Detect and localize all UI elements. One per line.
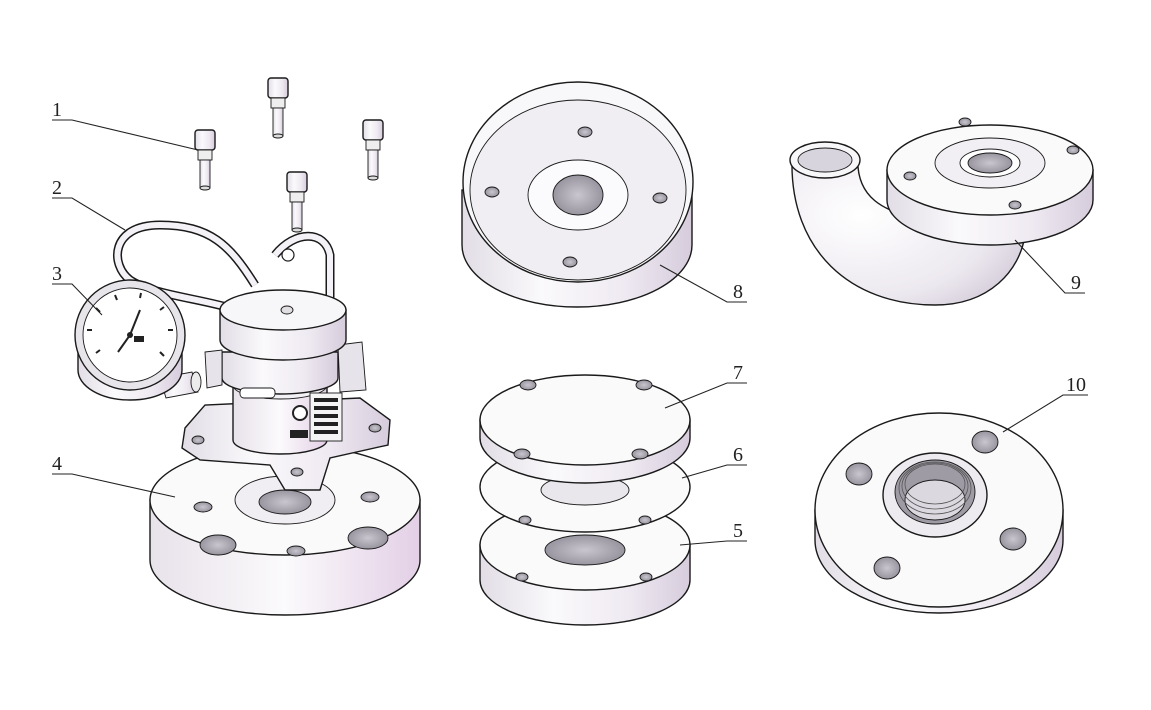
housing-cup <box>461 81 694 308</box>
lower-flange <box>479 499 691 626</box>
callout-2: 2 <box>52 177 62 199</box>
callout-4: 4 <box>52 453 62 475</box>
callout-5: 5 <box>733 520 743 542</box>
hex-bolt-icon <box>267 77 289 139</box>
elbow-pipe-icon <box>789 117 1094 306</box>
callout-6: 6 <box>733 444 743 466</box>
hex-bolt-icon <box>194 129 216 191</box>
callout-8: 8 <box>733 281 743 303</box>
top-plate <box>479 374 691 484</box>
callout-7: 7 <box>733 362 743 384</box>
pressure-gauge-icon <box>74 279 202 401</box>
callout-3: 3 <box>52 263 62 285</box>
callout-10: 10 <box>1066 374 1086 396</box>
callout-1: 1 <box>52 99 62 121</box>
transmitter-body <box>181 289 391 491</box>
wire-loop <box>113 220 335 329</box>
callout-9: 9 <box>1071 272 1081 294</box>
hex-bolt-icon <box>362 119 384 181</box>
leader-lines <box>52 119 1088 546</box>
threaded-flange <box>814 412 1064 614</box>
bolt-group <box>194 77 384 233</box>
callout-labels: 1 2 3 4 5 6 7 8 9 10 <box>52 99 1086 542</box>
hex-bolt-icon <box>286 171 308 233</box>
nameplate <box>290 392 343 442</box>
